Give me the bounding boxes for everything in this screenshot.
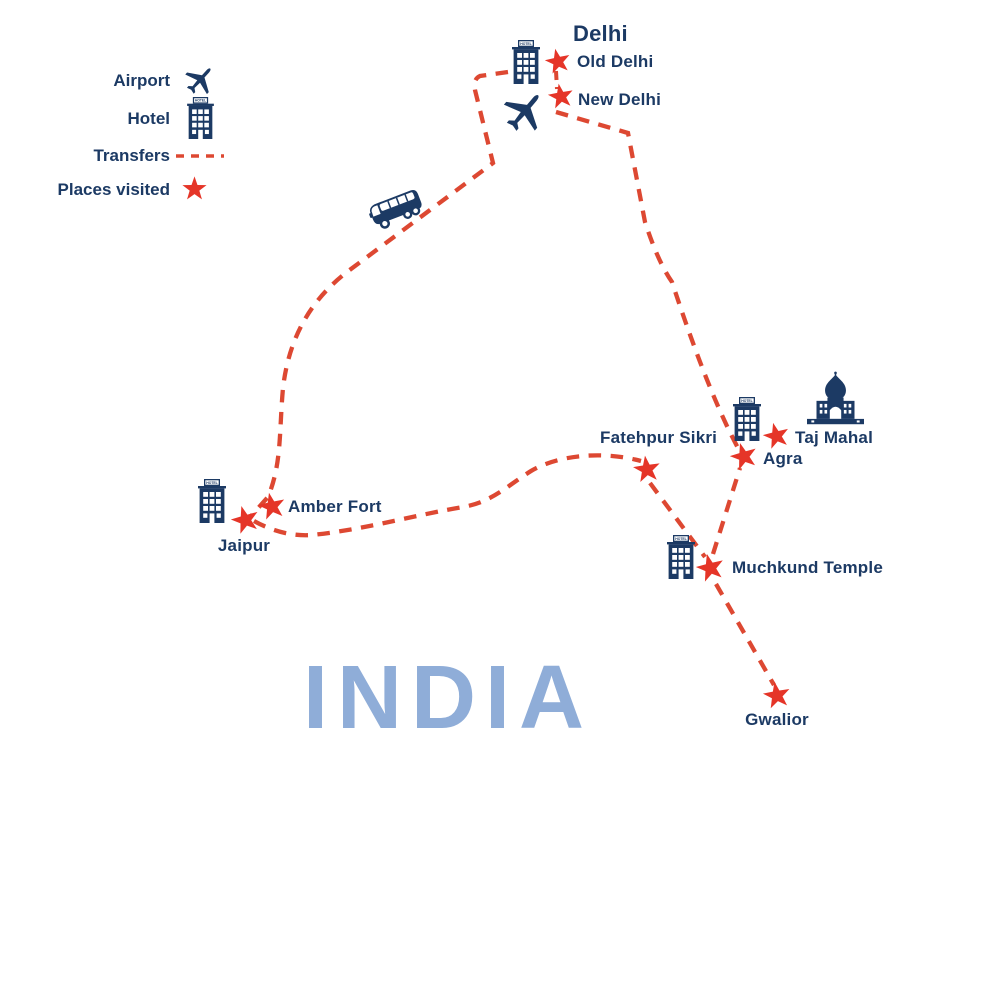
label-jaipur: Jaipur bbox=[217, 536, 271, 555]
star-gwalior bbox=[760, 679, 795, 714]
label-old-delhi: Old Delhi bbox=[577, 52, 654, 71]
dashed-transfer-line-icon bbox=[176, 154, 224, 158]
hotel-icon-agra bbox=[733, 397, 761, 441]
taj-mahal-icon bbox=[807, 371, 864, 425]
label-fatehpur-sikri: Fatehpur Sikri bbox=[600, 428, 718, 447]
label-amber-fort: Amber Fort bbox=[288, 497, 382, 516]
route-muchkund-to-agra bbox=[710, 467, 743, 555]
route-muchkund-to-gwalior bbox=[714, 582, 776, 687]
label-taj-mahal: Taj Mahal bbox=[795, 428, 874, 447]
route-jaipur-to-fatehpur bbox=[252, 453, 642, 538]
legend-airport-label: Airport bbox=[113, 71, 170, 90]
legend-hotel-label: Hotel bbox=[127, 109, 171, 128]
route-olddelhi-to-newdelhi bbox=[554, 70, 559, 90]
hotel-icon-jaipur bbox=[198, 479, 226, 523]
route-newdelhi-to-agra bbox=[555, 109, 740, 450]
route-delhi-to-jaipur bbox=[250, 69, 509, 517]
city-title-delhi: Delhi bbox=[573, 21, 628, 46]
route-fatehpur-to-muchkund bbox=[648, 481, 707, 559]
star-icon bbox=[181, 176, 208, 203]
legend-transfers-label: Transfers bbox=[93, 146, 170, 165]
hotel-icon-delhi bbox=[512, 40, 540, 84]
star-fatehpur-sikri bbox=[630, 453, 664, 487]
label-gwalior: Gwalior bbox=[745, 710, 809, 729]
legend-places-visited-label: Places visited bbox=[57, 180, 170, 199]
label-agra: Agra bbox=[763, 449, 803, 468]
country-label-india: INDIA bbox=[303, 648, 593, 748]
star-old-delhi bbox=[541, 45, 574, 78]
hotel-icon bbox=[187, 97, 214, 139]
star-new-delhi bbox=[545, 81, 577, 113]
label-muchkund-temple: Muchkund Temple bbox=[732, 558, 883, 577]
label-new-delhi: New Delhi bbox=[578, 90, 662, 109]
